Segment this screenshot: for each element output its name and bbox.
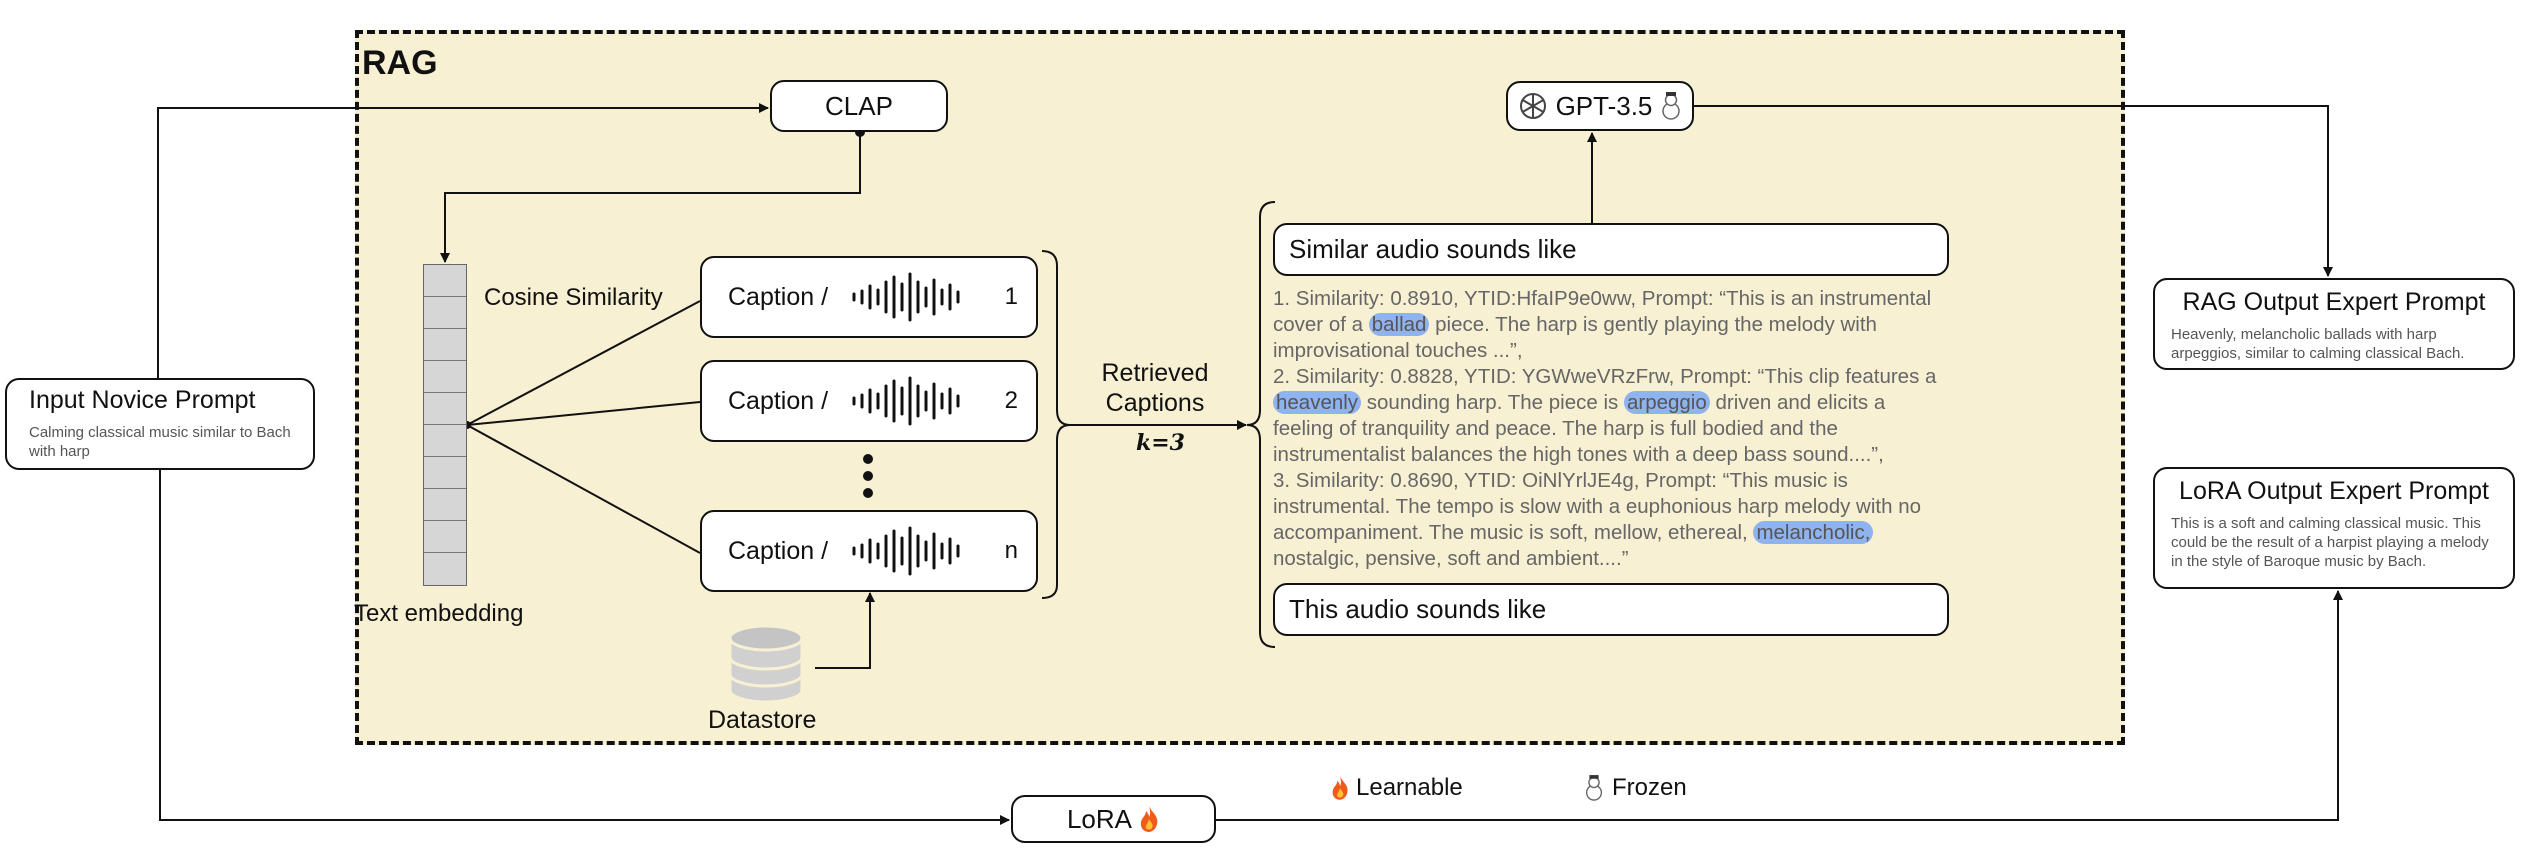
lora-output-text: This is a soft and calming classical mus… xyxy=(2171,515,2489,570)
captions-label: Captions xyxy=(1105,389,1205,417)
text-embedding-label: Text embedding xyxy=(354,600,524,627)
rag-output-text: Heavenly, melancholic ballads with harp … xyxy=(2171,326,2465,362)
caption-index: n xyxy=(1004,537,1018,564)
this-audio-prompt-box: This audio sounds like xyxy=(1273,583,1949,636)
openai-logo-icon xyxy=(1519,93,1546,119)
clap-node: CLAP xyxy=(770,80,948,132)
text-span: accompaniment. The music is soft, mellow… xyxy=(1273,521,1748,544)
retrieved-captions-label: Retrieved Captions xyxy=(1100,358,1210,418)
cosine-similarity-label: Cosine Similarity xyxy=(484,284,663,311)
input-prompt-text: Calming classical music similar to Bach … xyxy=(29,424,291,460)
audio-waveform-icon xyxy=(852,272,960,322)
text-span: driven and elicits a xyxy=(1715,391,1886,414)
fire-icon xyxy=(1332,776,1348,800)
caption-index: 2 xyxy=(1004,387,1018,414)
fire-icon xyxy=(1140,806,1158,832)
gpt-label: GPT-3.5 xyxy=(1555,90,1653,121)
input-prompt-title: Input Novice Prompt xyxy=(29,386,256,414)
lora-node: LoRA xyxy=(1011,795,1216,843)
caption-box-2: Caption / 2 xyxy=(700,360,1038,442)
highlight-arpeggio: arpeggio xyxy=(1623,391,1710,414)
retrieved-line: instrumentalist balances the high tones … xyxy=(1273,443,1884,466)
audio-waveform-icon xyxy=(852,376,960,426)
highlight-ballad: ballad xyxy=(1368,313,1430,336)
retrieved-line: accompaniment. The music is soft, mellow… xyxy=(1273,520,1993,546)
text-span: cover of a xyxy=(1273,313,1364,336)
rag-output-prompt-box: RAG Output Expert Prompt Heavenly, melan… xyxy=(2153,278,2515,370)
legend-learnable-label: Learnable xyxy=(1356,774,1463,801)
text-embedding-vector xyxy=(423,264,467,586)
highlight-melancholic: melancholic, xyxy=(1753,521,1874,544)
k-value-label: k=3 xyxy=(1136,430,1185,456)
caption-box-1: Caption / 1 xyxy=(700,256,1038,338)
gpt-node: GPT-3.5 xyxy=(1506,81,1694,131)
rag-output-title: RAG Output Expert Prompt xyxy=(2182,288,2486,316)
similar-audio-prompt-box: Similar audio sounds like xyxy=(1273,223,1949,276)
retrieved-captions-text: 1. Similarity: 0.8910, YTID:HfaIP9e0ww, … xyxy=(1273,286,1993,572)
caption-label: Caption / xyxy=(728,282,829,311)
caption-index: 1 xyxy=(1004,283,1018,310)
lora-output-prompt-box: LoRA Output Expert Prompt This is a soft… xyxy=(2153,467,2515,589)
retrieved-line: 1. Similarity: 0.8910, YTID:HfaIP9e0ww, … xyxy=(1273,287,1932,310)
retrieved-line: cover of a ballad piece. The harp is gen… xyxy=(1273,312,1993,338)
legend-learnable: Learnable xyxy=(1330,774,1463,802)
database-icon xyxy=(728,624,804,704)
retrieved-line: 3. Similarity: 0.8690, YTID: OiNlYrlJE4g… xyxy=(1273,469,1848,492)
retrieved-line: instrumental. The tempo is slow with a e… xyxy=(1273,495,1921,518)
caption-label: Caption / xyxy=(728,536,829,565)
caption-box-n: Caption / n xyxy=(700,510,1038,592)
lora-output-title: LoRA Output Expert Prompt xyxy=(2179,477,2489,505)
retrieved-line: feeling of tranquility and peace. The ha… xyxy=(1273,417,1838,440)
input-novice-prompt-box: Input Novice Prompt Calming classical mu… xyxy=(5,378,315,470)
retrieved-line: improvisational touches ...”, xyxy=(1273,339,1523,362)
rag-title: RAG xyxy=(362,44,438,82)
snowman-icon xyxy=(1585,775,1603,801)
legend-frozen: Frozen xyxy=(1582,774,1687,802)
legend-frozen-label: Frozen xyxy=(1612,774,1687,801)
ellipsis-vertical-icon xyxy=(863,454,873,498)
text-span: sounding harp. The piece is xyxy=(1366,391,1619,414)
retrieved-label: Retrieved xyxy=(1101,359,1209,387)
snowman-icon xyxy=(1662,92,1681,120)
text-span: piece. The harp is gently playing the me… xyxy=(1435,313,1877,336)
highlight-heavenly: heavenly xyxy=(1273,391,1362,414)
datastore-label: Datastore xyxy=(708,706,817,734)
retrieved-line: heavenly sounding harp. The piece is arp… xyxy=(1273,390,1993,416)
audio-waveform-icon xyxy=(852,526,960,576)
retrieved-line: 2. Similarity: 0.8828, YTID: YGWweVRzFrw… xyxy=(1273,365,1937,388)
retrieved-line: nostalgic, pensive, soft and ambient....… xyxy=(1273,547,1629,570)
caption-label: Caption / xyxy=(728,386,829,415)
lora-label: LoRA xyxy=(1066,803,1133,834)
